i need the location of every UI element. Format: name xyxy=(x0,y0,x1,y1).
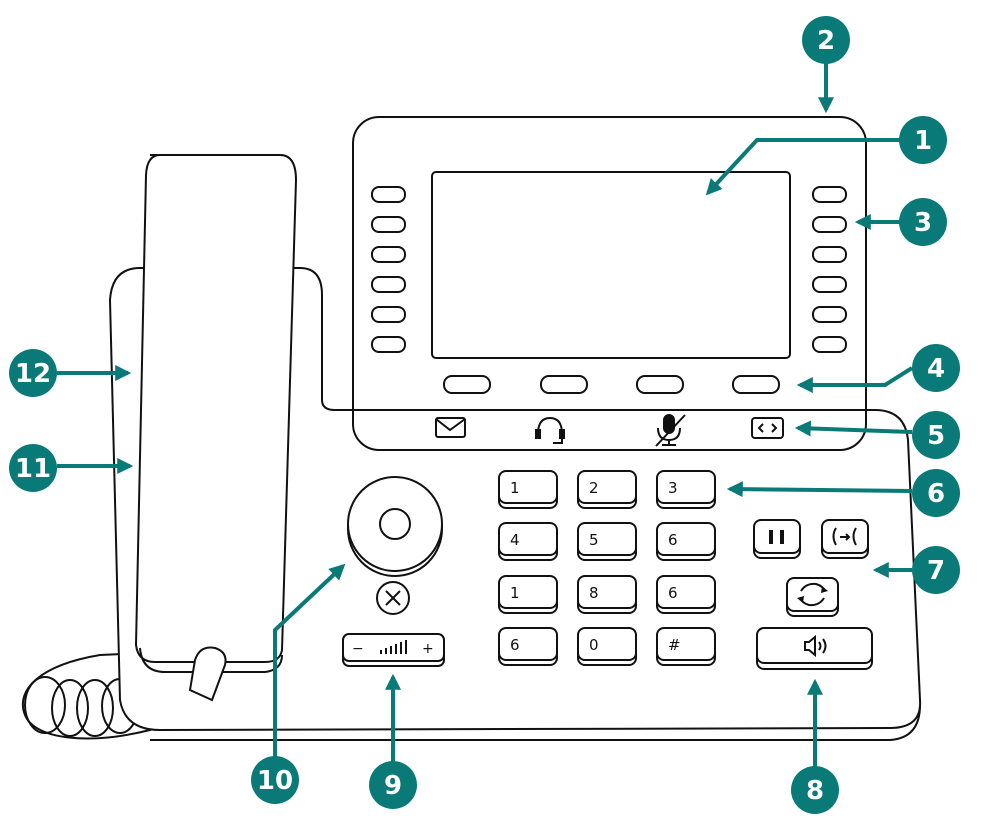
line-key[interactable] xyxy=(812,216,847,233)
navigation-arrows-icon[interactable] xyxy=(751,417,784,439)
svg-text:12: 12 xyxy=(15,359,51,389)
dial-key[interactable]: 0 xyxy=(577,627,637,666)
line-key[interactable] xyxy=(371,246,406,263)
callout-9: 9 xyxy=(369,761,417,809)
soft-keys xyxy=(443,375,780,394)
speaker-icon xyxy=(804,634,827,658)
callout-5: 5 xyxy=(912,411,960,459)
line-keys-left xyxy=(371,186,406,353)
volume-bars-icon xyxy=(380,640,407,654)
redial-icon xyxy=(797,582,828,607)
svg-text:3: 3 xyxy=(914,208,932,238)
dial-key[interactable]: 8 xyxy=(577,575,637,614)
mute-microphone-icon[interactable] xyxy=(655,414,686,447)
dial-key-label: 5 xyxy=(589,531,599,549)
svg-text:6: 6 xyxy=(927,479,945,509)
soft-key[interactable] xyxy=(540,375,588,394)
transfer-icon xyxy=(832,527,857,546)
line-key[interactable] xyxy=(812,186,847,203)
svg-text:2: 2 xyxy=(817,26,835,56)
hold-button[interactable] xyxy=(753,519,801,559)
dial-pad: 1 2 3 4 5 6 1 8 6 6 0 # xyxy=(498,470,716,666)
callout-12: 12 xyxy=(9,349,57,397)
line-key[interactable] xyxy=(371,276,406,293)
redial-button[interactable] xyxy=(786,577,839,617)
dial-key[interactable]: 4 xyxy=(498,522,558,561)
handset[interactable] xyxy=(134,154,298,702)
dial-key-label: 6 xyxy=(668,531,678,549)
ok-button[interactable] xyxy=(379,508,411,540)
callout-3: 3 xyxy=(899,198,947,246)
dial-key[interactable]: 1 xyxy=(498,470,558,509)
volume-key[interactable]: − + xyxy=(342,633,445,667)
dial-key[interactable]: 5 xyxy=(577,522,637,561)
dial-key-label: 1 xyxy=(510,479,520,497)
lcd-screen xyxy=(431,171,791,359)
callout-2: 2 xyxy=(802,16,850,64)
callout-6: 6 xyxy=(912,469,960,517)
dial-key-label: 0 xyxy=(589,636,599,654)
dial-key-label: 6 xyxy=(510,636,520,654)
dial-key[interactable]: 2 xyxy=(577,470,637,509)
dial-key[interactable]: 3 xyxy=(656,470,716,509)
line-key[interactable] xyxy=(371,336,406,353)
volume-minus-label: − xyxy=(352,641,364,657)
callout-11: 11 xyxy=(9,444,57,492)
callout-arrows xyxy=(57,62,914,767)
dial-key[interactable]: 6 xyxy=(656,575,716,614)
line-key[interactable] xyxy=(812,336,847,353)
volume-plus-label: + xyxy=(422,641,434,657)
dial-key-label: 8 xyxy=(589,584,599,602)
transfer-button[interactable] xyxy=(821,519,869,559)
dial-key[interactable]: 1 xyxy=(498,575,558,614)
svg-text:8: 8 xyxy=(806,776,824,806)
line-key[interactable] xyxy=(812,306,847,323)
callout-10: 10 xyxy=(251,756,299,804)
line-key[interactable] xyxy=(371,306,406,323)
svg-text:10: 10 xyxy=(257,766,293,796)
line-keys-right xyxy=(812,186,847,353)
envelope-icon[interactable] xyxy=(435,417,466,438)
soft-key[interactable] xyxy=(443,375,491,394)
line-key[interactable] xyxy=(812,246,847,263)
dial-key[interactable]: 6 xyxy=(498,627,558,666)
svg-text:7: 7 xyxy=(927,556,945,586)
dial-key-label: 2 xyxy=(589,479,599,497)
callout-4: 4 xyxy=(912,344,960,392)
svg-text:4: 4 xyxy=(927,354,945,384)
svg-text:1: 1 xyxy=(914,126,932,156)
hold-icon xyxy=(769,530,784,544)
line-key[interactable] xyxy=(371,186,406,203)
dial-key-label: # xyxy=(668,636,681,654)
headset-icon[interactable] xyxy=(535,416,565,444)
navigation-key[interactable] xyxy=(347,476,443,577)
dial-key-label: 4 xyxy=(510,531,520,549)
callout-7: 7 xyxy=(912,546,960,594)
line-key[interactable] xyxy=(812,276,847,293)
dial-key[interactable]: # xyxy=(656,627,716,666)
dial-key-label: 3 xyxy=(668,479,678,497)
speakerphone-button[interactable] xyxy=(756,627,873,670)
svg-text:11: 11 xyxy=(15,454,51,484)
svg-text:9: 9 xyxy=(384,771,402,801)
soft-key[interactable] xyxy=(732,375,780,394)
soft-key[interactable] xyxy=(636,375,684,394)
line-key[interactable] xyxy=(371,216,406,233)
callout-1: 1 xyxy=(899,116,947,164)
dial-key-label: 6 xyxy=(668,584,678,602)
cancel-button[interactable] xyxy=(376,581,410,615)
svg-text:5: 5 xyxy=(927,421,945,451)
dial-key[interactable]: 6 xyxy=(656,522,716,561)
callout-8: 8 xyxy=(791,766,839,814)
dial-key-label: 1 xyxy=(510,584,520,602)
